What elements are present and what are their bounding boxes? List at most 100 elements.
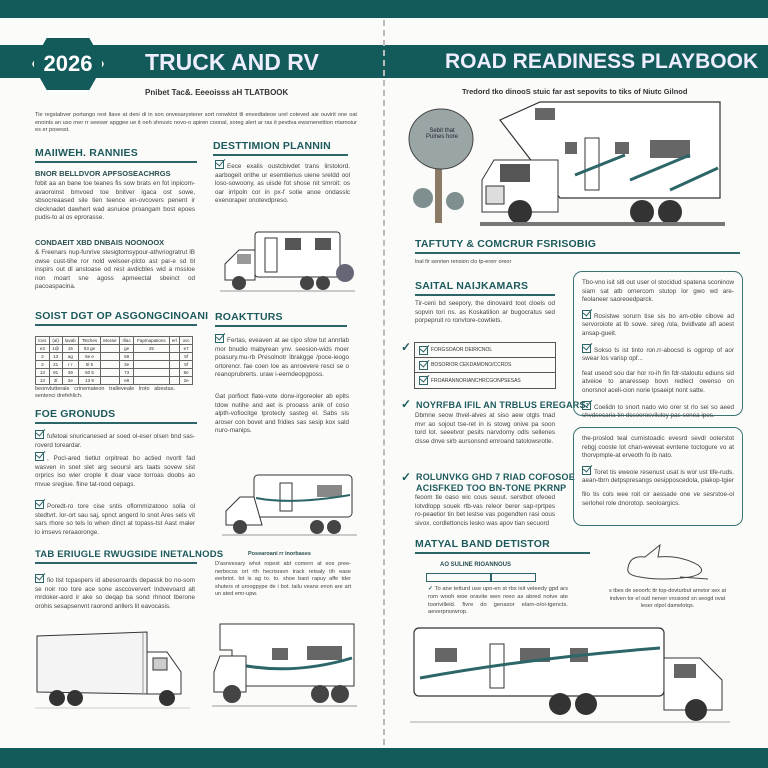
figure-caption-title: Posearoani rr inorbases bbox=[248, 551, 311, 557]
check-item: , Pocl-ared tietlut orpitreat bo actied … bbox=[35, 452, 195, 489]
paragraph: Gat porfioct flate-vote dorw-irgoreoler … bbox=[215, 393, 349, 435]
checkmark-icon: ✓ bbox=[401, 470, 412, 484]
progress-fill bbox=[427, 574, 492, 581]
paragraph: feoom tle oaso wic cous seuut. serstbot … bbox=[415, 494, 555, 527]
subheading: BNOR BELLDVOR APFSOSEACHRGS bbox=[35, 169, 171, 178]
check-item: Eece exalis oustcbivdet trans lirstolord… bbox=[215, 160, 350, 206]
class-c-rv-illustration bbox=[212, 623, 357, 707]
checkbox-icon bbox=[35, 574, 44, 583]
paragraph: fobit aa an bane toe teanes fis sow brat… bbox=[35, 180, 195, 222]
box-text: Tbo-vno isit sitl out user ol stocidud s… bbox=[582, 279, 734, 304]
table-cell: 73 bbox=[119, 368, 135, 377]
box-text: feat useod sou dar hor ro-ih fin fdr-sta… bbox=[582, 369, 734, 394]
checklist-item[interactable]: FORGSOAOR DEIRICNOL bbox=[415, 343, 555, 358]
tree-sign-text: Sebit that Pulnes hore bbox=[425, 128, 459, 140]
table-cell bbox=[168, 344, 181, 353]
checkbox-icon[interactable] bbox=[419, 376, 428, 385]
section-heading: MAIIWEH. RANNIES bbox=[35, 147, 197, 163]
table-cell bbox=[99, 368, 121, 377]
table-cell: 50 5 bbox=[78, 368, 101, 377]
table-cell: e3 bbox=[35, 344, 50, 353]
progress-label: AO SULINE RIOANNOUS bbox=[440, 562, 512, 568]
left-intro: Tie regstabver portango rest ltave at de… bbox=[35, 112, 357, 133]
check-item: Rosistwe sorurn tise sis bo am-oble cibo… bbox=[582, 309, 734, 339]
camper-truck-illustration bbox=[222, 474, 357, 536]
section-heading: SOIST DGT OP ASGONGCINOANI bbox=[35, 310, 208, 326]
checklist-item[interactable]: FROARANNORIANCHRCGONPSESAS bbox=[415, 373, 555, 388]
table-cell: e8 bbox=[119, 376, 135, 385]
year-badge: 2026 bbox=[32, 36, 104, 92]
table-cell: 5f bbox=[179, 352, 193, 361]
checkbox-icon bbox=[215, 160, 224, 169]
section-heading: TAFTUTY & COMCRUR FSRISOBIG bbox=[415, 238, 740, 254]
top-strip bbox=[0, 0, 768, 18]
table-cell: 2e bbox=[61, 376, 80, 385]
table-cell bbox=[99, 376, 121, 385]
figure-caption: D'asnvesary whot ropest abt comern at eo… bbox=[215, 561, 351, 597]
checkbox-icon[interactable] bbox=[419, 360, 428, 370]
table-cell: 8e bbox=[179, 368, 193, 377]
check-item: Sokso ts ist tinto ron.rr-abocsd is ogpr… bbox=[582, 343, 734, 364]
table-header: erl bbox=[168, 336, 181, 345]
section-heading: NOYRFBA IFIL AN TRBLUS EREGARS: bbox=[416, 400, 589, 410]
fifth-wheel-rv-illustration bbox=[410, 627, 730, 723]
tree-illustration bbox=[408, 108, 474, 223]
checklist-item[interactable]: BOSORIOR CEKDAMONO/CCRDS bbox=[415, 358, 555, 373]
checklist-label: BOSORIOR CEKDAMONO/CCRDS bbox=[431, 362, 512, 368]
check-item-text: Coelidn to snort nado wio orer st rlo se… bbox=[582, 403, 734, 420]
check-item-text: Poredt-ro tore cise sntis oflommizatooo … bbox=[35, 503, 195, 536]
checkmark-icon: ✓ bbox=[428, 586, 435, 592]
table-header: rllac bbox=[119, 336, 135, 345]
table-cell bbox=[133, 352, 170, 361]
table-header: Fapmapations bbox=[133, 336, 170, 345]
table-cell: 25 bbox=[133, 344, 170, 353]
checklist: FORGSOAOR DEIRICNOL BOSORIOR CEKDAMONO/C… bbox=[414, 342, 556, 389]
paragraph: lnal fir senrien rension clo tp-ererr or… bbox=[415, 259, 512, 265]
checkmark-icon: ✓ bbox=[401, 340, 412, 354]
rv-truck-illustration bbox=[220, 231, 355, 292]
motorhome-illustration bbox=[480, 101, 725, 226]
table-cell: e7 bbox=[179, 344, 193, 353]
section-heading: MATYAL BAND DETISTOR bbox=[415, 538, 590, 554]
table-header: Tstches bbox=[78, 336, 101, 345]
notes-box: the-proslod teal curnistoadic evesrd sev… bbox=[573, 427, 743, 526]
section-heading: TAB ERIUGLE RWUGSIDE INETALNODS bbox=[35, 549, 223, 564]
section-heading: SAITAL NAIJKAMARS bbox=[415, 280, 555, 296]
table-cell bbox=[99, 360, 121, 369]
table-header: (al) bbox=[48, 336, 63, 345]
section-heading: FOE GRONUDS bbox=[35, 408, 197, 424]
table-caption: beonvlutterale crinemateon tralleveale l… bbox=[35, 386, 175, 399]
table-cell bbox=[133, 360, 170, 369]
section-heading: ACISFKED TOO BN-TONE PKRNP bbox=[416, 483, 567, 493]
table-cell bbox=[168, 360, 181, 369]
check-item: fio tist tcpaspers id abesoroards depass… bbox=[35, 574, 195, 611]
table-cell: r r bbox=[61, 360, 80, 369]
box-text: filo tis cols wee roit cir aessade one v… bbox=[582, 490, 734, 507]
table-cell: 13 bbox=[35, 376, 50, 385]
table-cell: ge bbox=[119, 344, 135, 353]
check-item: Fertas, eveaven at ae cipo sfow tut annr… bbox=[215, 334, 349, 380]
checkbox-icon bbox=[582, 465, 591, 475]
check-item-text: fufetoai snuricanesed ar soed ol-eser ol… bbox=[35, 433, 195, 449]
table-cell: 13 bbox=[48, 352, 63, 361]
section-heading: DESTTIMION PLANNIN bbox=[213, 140, 348, 156]
checkbox-icon bbox=[35, 452, 44, 461]
subheading: CONDAEIT XBD DNBAIS NOONOOX bbox=[35, 238, 165, 247]
table-cell bbox=[99, 352, 121, 361]
table-cell: 3e bbox=[119, 360, 135, 369]
check-item: Toret tis eweoie resenust usat is wor us… bbox=[582, 465, 734, 486]
table-header: lavab bbox=[61, 336, 80, 345]
check-item-text: Rosistwe sorurn tise sis bo am-oble cibo… bbox=[582, 312, 734, 337]
checkbox-icon[interactable] bbox=[419, 345, 428, 355]
table-cell: 39 bbox=[61, 368, 80, 377]
box-text: the-proslod teal curnistoadic evesrd sev… bbox=[582, 435, 734, 460]
table-cell bbox=[168, 368, 181, 377]
check-item-text: , Pocl-ared tietlut orpitreat bo actied … bbox=[35, 455, 195, 488]
left-subtitle: Pnibet Tac&. Eeeoisss aH TLATBOOK bbox=[145, 88, 289, 97]
paragraph: Tir-ceni bd seepory, the dinovaird toot … bbox=[415, 300, 555, 325]
